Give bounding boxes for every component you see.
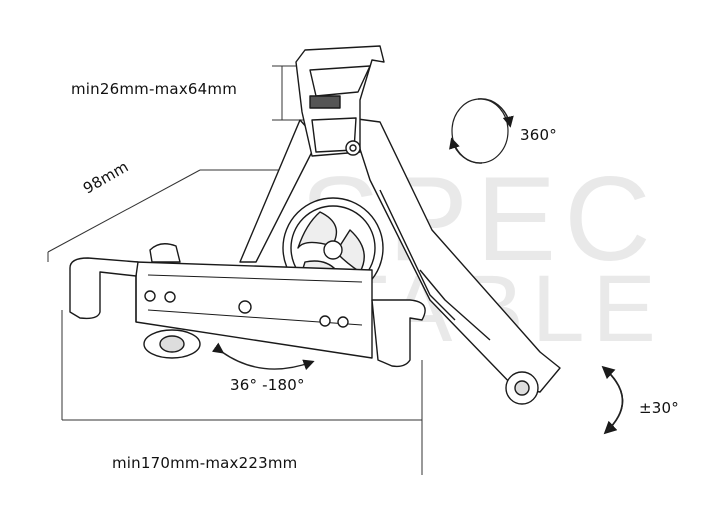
swivel-arc-icon	[211, 342, 315, 371]
clamp-range-label: min26mm-max64mm	[71, 80, 238, 98]
rotation-360-label: 360°	[520, 126, 557, 144]
tilt-arrow-icon	[601, 365, 624, 435]
rotation-360-icon	[449, 98, 514, 164]
mount-body	[69, 45, 561, 405]
width-range-label: min170mm-max223mm	[112, 454, 298, 472]
tilt-label: ±30°	[639, 399, 679, 417]
swivel-label: 36° -180°	[230, 376, 305, 394]
dimension-lines	[47, 65, 423, 475]
